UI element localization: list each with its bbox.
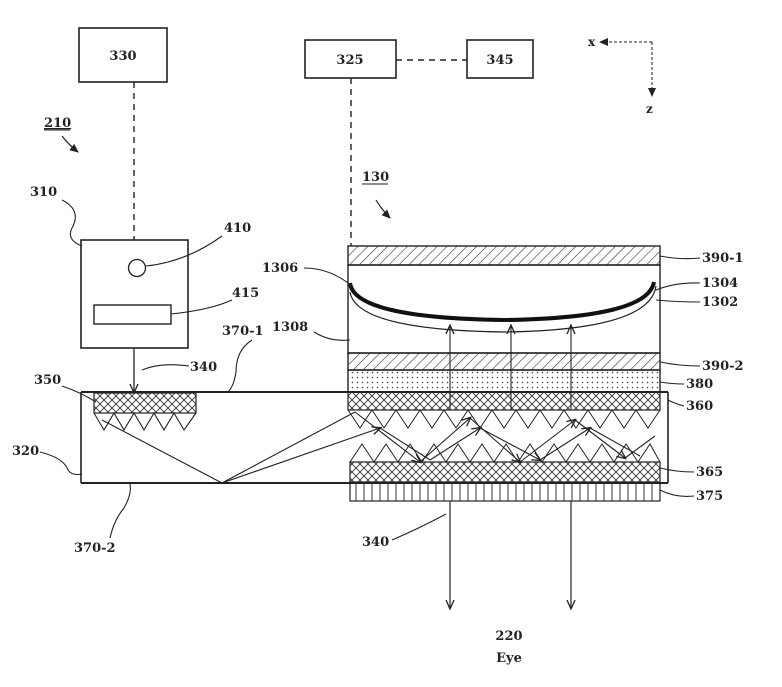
box-345-label: 345 [486,53,513,68]
layer-390-2 [347,352,661,371]
leader-370-1 [227,339,253,393]
axis-x-label: x [588,35,596,49]
label-eye: Eye [496,651,522,666]
leader-320 [39,451,83,476]
reflector-1304 [348,281,656,323]
label-360: 360 [686,399,713,414]
leader-415 [170,299,233,315]
label-320: 320 [12,444,39,459]
label-340-bottom: 340 [362,535,389,550]
leader-380 [659,381,685,385]
input-coupler-350 [93,392,197,432]
leader-310 [61,199,83,247]
layer-375 [349,482,661,502]
label-415: 415 [232,286,259,301]
leader-390-1 [659,255,701,260]
axis-z-label: z [646,102,653,116]
surface-1302 [349,285,657,333]
leader-410 [145,235,223,267]
label-380: 380 [686,377,713,392]
element-410 [127,258,147,278]
label-375: 375 [696,489,723,504]
box-345: 345 [466,39,534,79]
leader-365 [659,467,695,473]
box-330-label: 330 [109,49,136,64]
leader-360 [667,399,685,407]
upward-rays [450,326,571,410]
output-rays-340 [450,501,571,608]
box-325-label: 325 [336,53,363,68]
arrow-130 [375,199,391,219]
label-390-1: 390-1 [702,251,744,266]
leader-370-2 [109,483,131,539]
leader-390-2 [659,361,701,367]
label-1306: 1306 [262,261,298,276]
label-220: 220 [495,629,522,644]
label-1302: 1302 [702,295,738,310]
leader-350 [61,385,97,403]
label-370-1: 370-1 [222,324,264,339]
layer-390-1 [347,245,661,266]
label-340-top: 340 [190,360,217,375]
box-330: 330 [78,27,168,83]
grating-360 [347,391,661,429]
label-390-2: 390-2 [702,359,744,374]
arrow-210 [61,135,79,153]
label-210: 210 [44,116,71,131]
label-350: 350 [34,373,61,388]
label-1304: 1304 [702,276,738,291]
element-415 [93,304,172,325]
leader-1306 [303,267,353,287]
leader-375 [659,489,695,497]
axes-indicator: x z [588,35,656,116]
label-310: 310 [30,185,57,200]
leader-340-bottom [391,513,447,541]
leader-1302 [655,299,701,303]
leader-1304 [655,282,701,291]
leader-1308 [313,331,351,341]
label-130: 130 [362,170,389,185]
label-370-2: 370-2 [74,541,116,556]
label-1308: 1308 [272,320,308,335]
projector-310 [80,239,189,349]
label-365: 365 [696,465,723,480]
label-410: 410 [224,221,251,236]
box-325: 325 [304,39,397,79]
grating-365 [349,443,661,483]
leader-340-top [141,364,190,371]
layer-380 [347,369,661,393]
